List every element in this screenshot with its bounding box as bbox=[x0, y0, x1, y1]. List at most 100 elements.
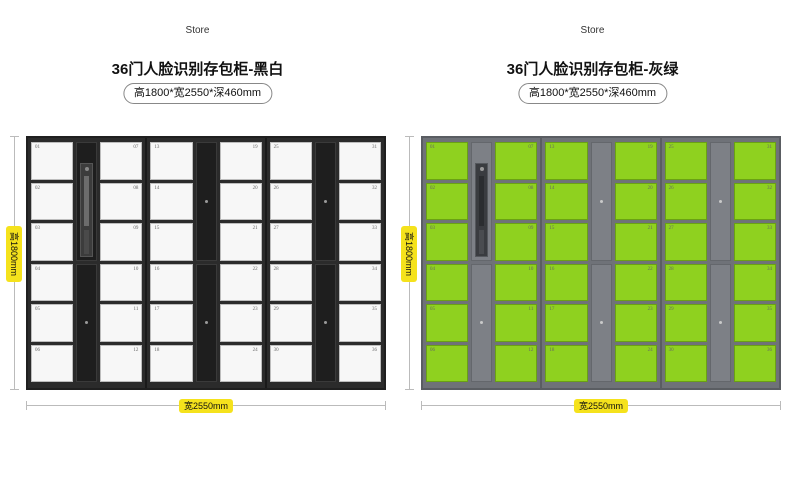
door-number: 12 bbox=[528, 347, 534, 353]
door-column: 31 32 33 34 35 36 bbox=[733, 142, 776, 382]
middle-panel bbox=[590, 142, 612, 261]
middle-panel-column bbox=[590, 142, 612, 382]
door-number: 18 bbox=[154, 347, 160, 353]
locker-door: 07 bbox=[100, 142, 143, 180]
locker-module: 25 26 27 28 29 30 31 32 33 34 35 36 bbox=[662, 138, 779, 388]
lock-knob-icon bbox=[323, 199, 327, 203]
door-number: 31 bbox=[767, 145, 772, 150]
door-number: 30 bbox=[668, 347, 674, 353]
door-number: 02 bbox=[35, 185, 40, 191]
door-number: 22 bbox=[647, 266, 653, 272]
door-number: 04 bbox=[430, 266, 435, 272]
middle-panel bbox=[195, 263, 217, 382]
door-number: 14 bbox=[549, 185, 555, 191]
touch-screen bbox=[479, 176, 485, 226]
door-number: 27 bbox=[668, 226, 674, 231]
locker-door: 26 bbox=[664, 182, 707, 220]
lock-knob-icon bbox=[718, 321, 722, 325]
lock-knob-icon bbox=[204, 199, 208, 203]
door-number: 03 bbox=[430, 226, 435, 231]
locker-door: 35 bbox=[733, 304, 776, 342]
locker-door: 15 bbox=[150, 223, 193, 261]
locker-door: 33 bbox=[338, 223, 381, 261]
locker-door: 34 bbox=[338, 263, 381, 301]
door-number: 05 bbox=[35, 307, 40, 312]
door-number: 28 bbox=[668, 266, 674, 272]
door-number: 34 bbox=[767, 266, 772, 272]
door-number: 29 bbox=[668, 307, 674, 312]
dimensions-badge: 高1800*宽2550*深460mm bbox=[517, 83, 668, 104]
door-number: 32 bbox=[767, 185, 772, 191]
locker-door: 34 bbox=[733, 263, 776, 301]
locker-door: 18 bbox=[545, 344, 588, 382]
locker-door: 31 bbox=[733, 142, 776, 180]
door-number: 03 bbox=[35, 226, 40, 231]
door-number: 36 bbox=[767, 347, 772, 353]
middle-panel bbox=[709, 263, 731, 382]
door-number: 22 bbox=[252, 266, 258, 272]
locker-door: 31 bbox=[338, 142, 381, 180]
door-number: 36 bbox=[372, 347, 377, 353]
locker-door: 03 bbox=[426, 223, 469, 261]
face-recognition-terminal bbox=[475, 163, 489, 257]
door-number: 29 bbox=[273, 307, 279, 312]
door-number: 21 bbox=[252, 226, 258, 231]
locker-door: 10 bbox=[100, 263, 143, 301]
locker-door: 28 bbox=[269, 263, 312, 301]
door-number: 28 bbox=[273, 266, 279, 272]
lock-knob-icon bbox=[599, 321, 603, 325]
door-number: 33 bbox=[372, 226, 377, 231]
locker-door: 02 bbox=[426, 182, 469, 220]
door-number: 12 bbox=[133, 347, 139, 353]
lock-knob-icon bbox=[599, 199, 603, 203]
locker-door: 14 bbox=[150, 182, 193, 220]
locker-door: 22 bbox=[614, 263, 657, 301]
locker-door: 25 bbox=[269, 142, 312, 180]
locker-door: 11 bbox=[100, 304, 143, 342]
door-number: 25 bbox=[668, 145, 674, 150]
locker-door: 05 bbox=[31, 304, 74, 342]
lock-knob-icon bbox=[718, 199, 722, 203]
locker-door: 08 bbox=[495, 182, 538, 220]
camera-icon bbox=[84, 167, 89, 171]
locker-door: 16 bbox=[150, 263, 193, 301]
locker-door: 14 bbox=[545, 182, 588, 220]
door-number: 25 bbox=[273, 145, 279, 150]
door-number: 09 bbox=[133, 226, 139, 231]
locker-door: 06 bbox=[31, 344, 74, 382]
locker-door: 12 bbox=[495, 344, 538, 382]
door-number: 21 bbox=[647, 226, 653, 231]
store-label: Store bbox=[580, 25, 605, 36]
door-number: 17 bbox=[549, 307, 555, 312]
door-number: 07 bbox=[133, 145, 139, 150]
door-number: 06 bbox=[35, 347, 40, 353]
height-dimension: 高1800mm bbox=[401, 136, 417, 390]
middle-panel bbox=[314, 263, 336, 382]
door-number: 31 bbox=[372, 145, 377, 150]
middle-panel bbox=[76, 263, 98, 382]
locker-door: 05 bbox=[426, 304, 469, 342]
width-dimension: 宽2550mm bbox=[421, 398, 781, 414]
locker-door: 04 bbox=[426, 263, 469, 301]
width-label: 宽2550mm bbox=[178, 399, 234, 413]
door-number: 08 bbox=[528, 185, 534, 191]
door-number: 06 bbox=[430, 347, 435, 353]
door-number: 04 bbox=[35, 266, 40, 272]
locker-door: 28 bbox=[664, 263, 707, 301]
locker-door: 33 bbox=[733, 223, 776, 261]
door-number: 34 bbox=[372, 266, 377, 272]
locker-door: 15 bbox=[545, 223, 588, 261]
locker-door: 04 bbox=[31, 263, 74, 301]
keypad bbox=[84, 230, 90, 254]
locker-door: 32 bbox=[338, 182, 381, 220]
door-number: 30 bbox=[273, 347, 279, 353]
